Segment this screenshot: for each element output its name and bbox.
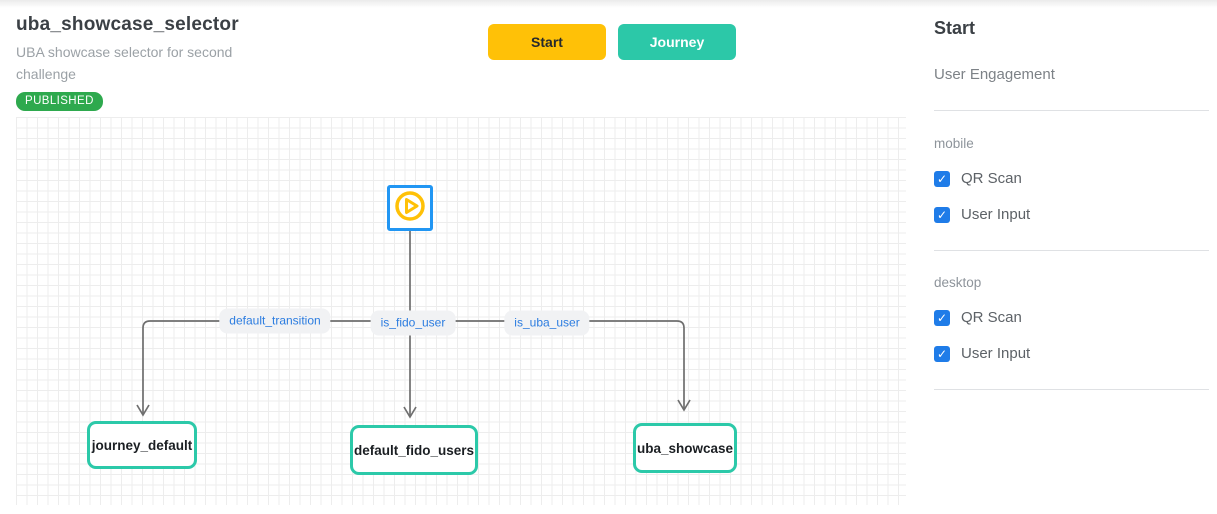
toolbar: Start Journey <box>488 24 736 60</box>
edge-label-default-transition[interactable]: default_transition <box>219 308 331 334</box>
sidebar-title: Start <box>934 18 976 38</box>
checkbox-icon[interactable]: ✓ <box>934 206 950 223</box>
journey-header: uba_showcase_selector UBA showcase selec… <box>16 14 266 112</box>
section-label-mobile: mobile <box>934 136 974 151</box>
checkbox-icon[interactable]: ✓ <box>934 309 950 326</box>
sidebar-subtitle: User Engagement <box>934 66 1055 83</box>
checkbox-row-mobile-qr-scan[interactable]: ✓ QR Scan <box>934 170 1209 187</box>
journey-button[interactable]: Journey <box>618 24 736 60</box>
sidebar-divider <box>934 110 1209 111</box>
edge-label-is-fido-user[interactable]: is_fido_user <box>370 310 456 336</box>
node-uba-showcase[interactable]: uba_showcase <box>633 423 737 473</box>
properties-sidebar: Start User Engagement mobile ✓ QR Scan ✓… <box>934 0 1209 514</box>
page-subtitle: UBA showcase selector for second challen… <box>16 44 233 82</box>
node-default-fido-users[interactable]: default_fido_users <box>350 425 478 475</box>
status-badge: PUBLISHED <box>16 92 103 112</box>
checkbox-icon[interactable]: ✓ <box>934 170 950 187</box>
arrowhead-left <box>136 404 150 417</box>
sidebar-divider <box>934 389 1209 390</box>
sidebar-section-desktop: desktop ✓ QR Scan ✓ User Input <box>934 275 1209 362</box>
checkbox-row-desktop-user-input[interactable]: ✓ User Input <box>934 345 1209 362</box>
arrowhead-middle <box>403 406 417 419</box>
start-node[interactable] <box>387 185 433 231</box>
flow-canvas[interactable]: default_transition is_fido_user is_uba_u… <box>16 117 906 505</box>
checkbox-icon[interactable]: ✓ <box>934 345 950 362</box>
sidebar-section-mobile: mobile ✓ QR Scan ✓ User Input <box>934 136 1209 223</box>
page-title: uba_showcase_selector <box>16 14 239 35</box>
arrowhead-right <box>677 399 691 412</box>
section-label-desktop: desktop <box>934 275 982 290</box>
checkbox-label: User Input <box>961 206 1031 223</box>
node-journey-default[interactable]: journey_default <box>87 421 197 469</box>
edge-label-is-uba-user[interactable]: is_uba_user <box>504 310 590 336</box>
sidebar-divider <box>934 250 1209 251</box>
start-button[interactable]: Start <box>488 24 606 60</box>
play-icon <box>392 188 428 229</box>
checkbox-row-mobile-user-input[interactable]: ✓ User Input <box>934 206 1209 223</box>
checkbox-label: User Input <box>961 345 1031 362</box>
checkbox-row-desktop-qr-scan[interactable]: ✓ QR Scan <box>934 309 1209 326</box>
checkbox-label: QR Scan <box>961 309 1022 326</box>
checkbox-label: QR Scan <box>961 170 1022 187</box>
